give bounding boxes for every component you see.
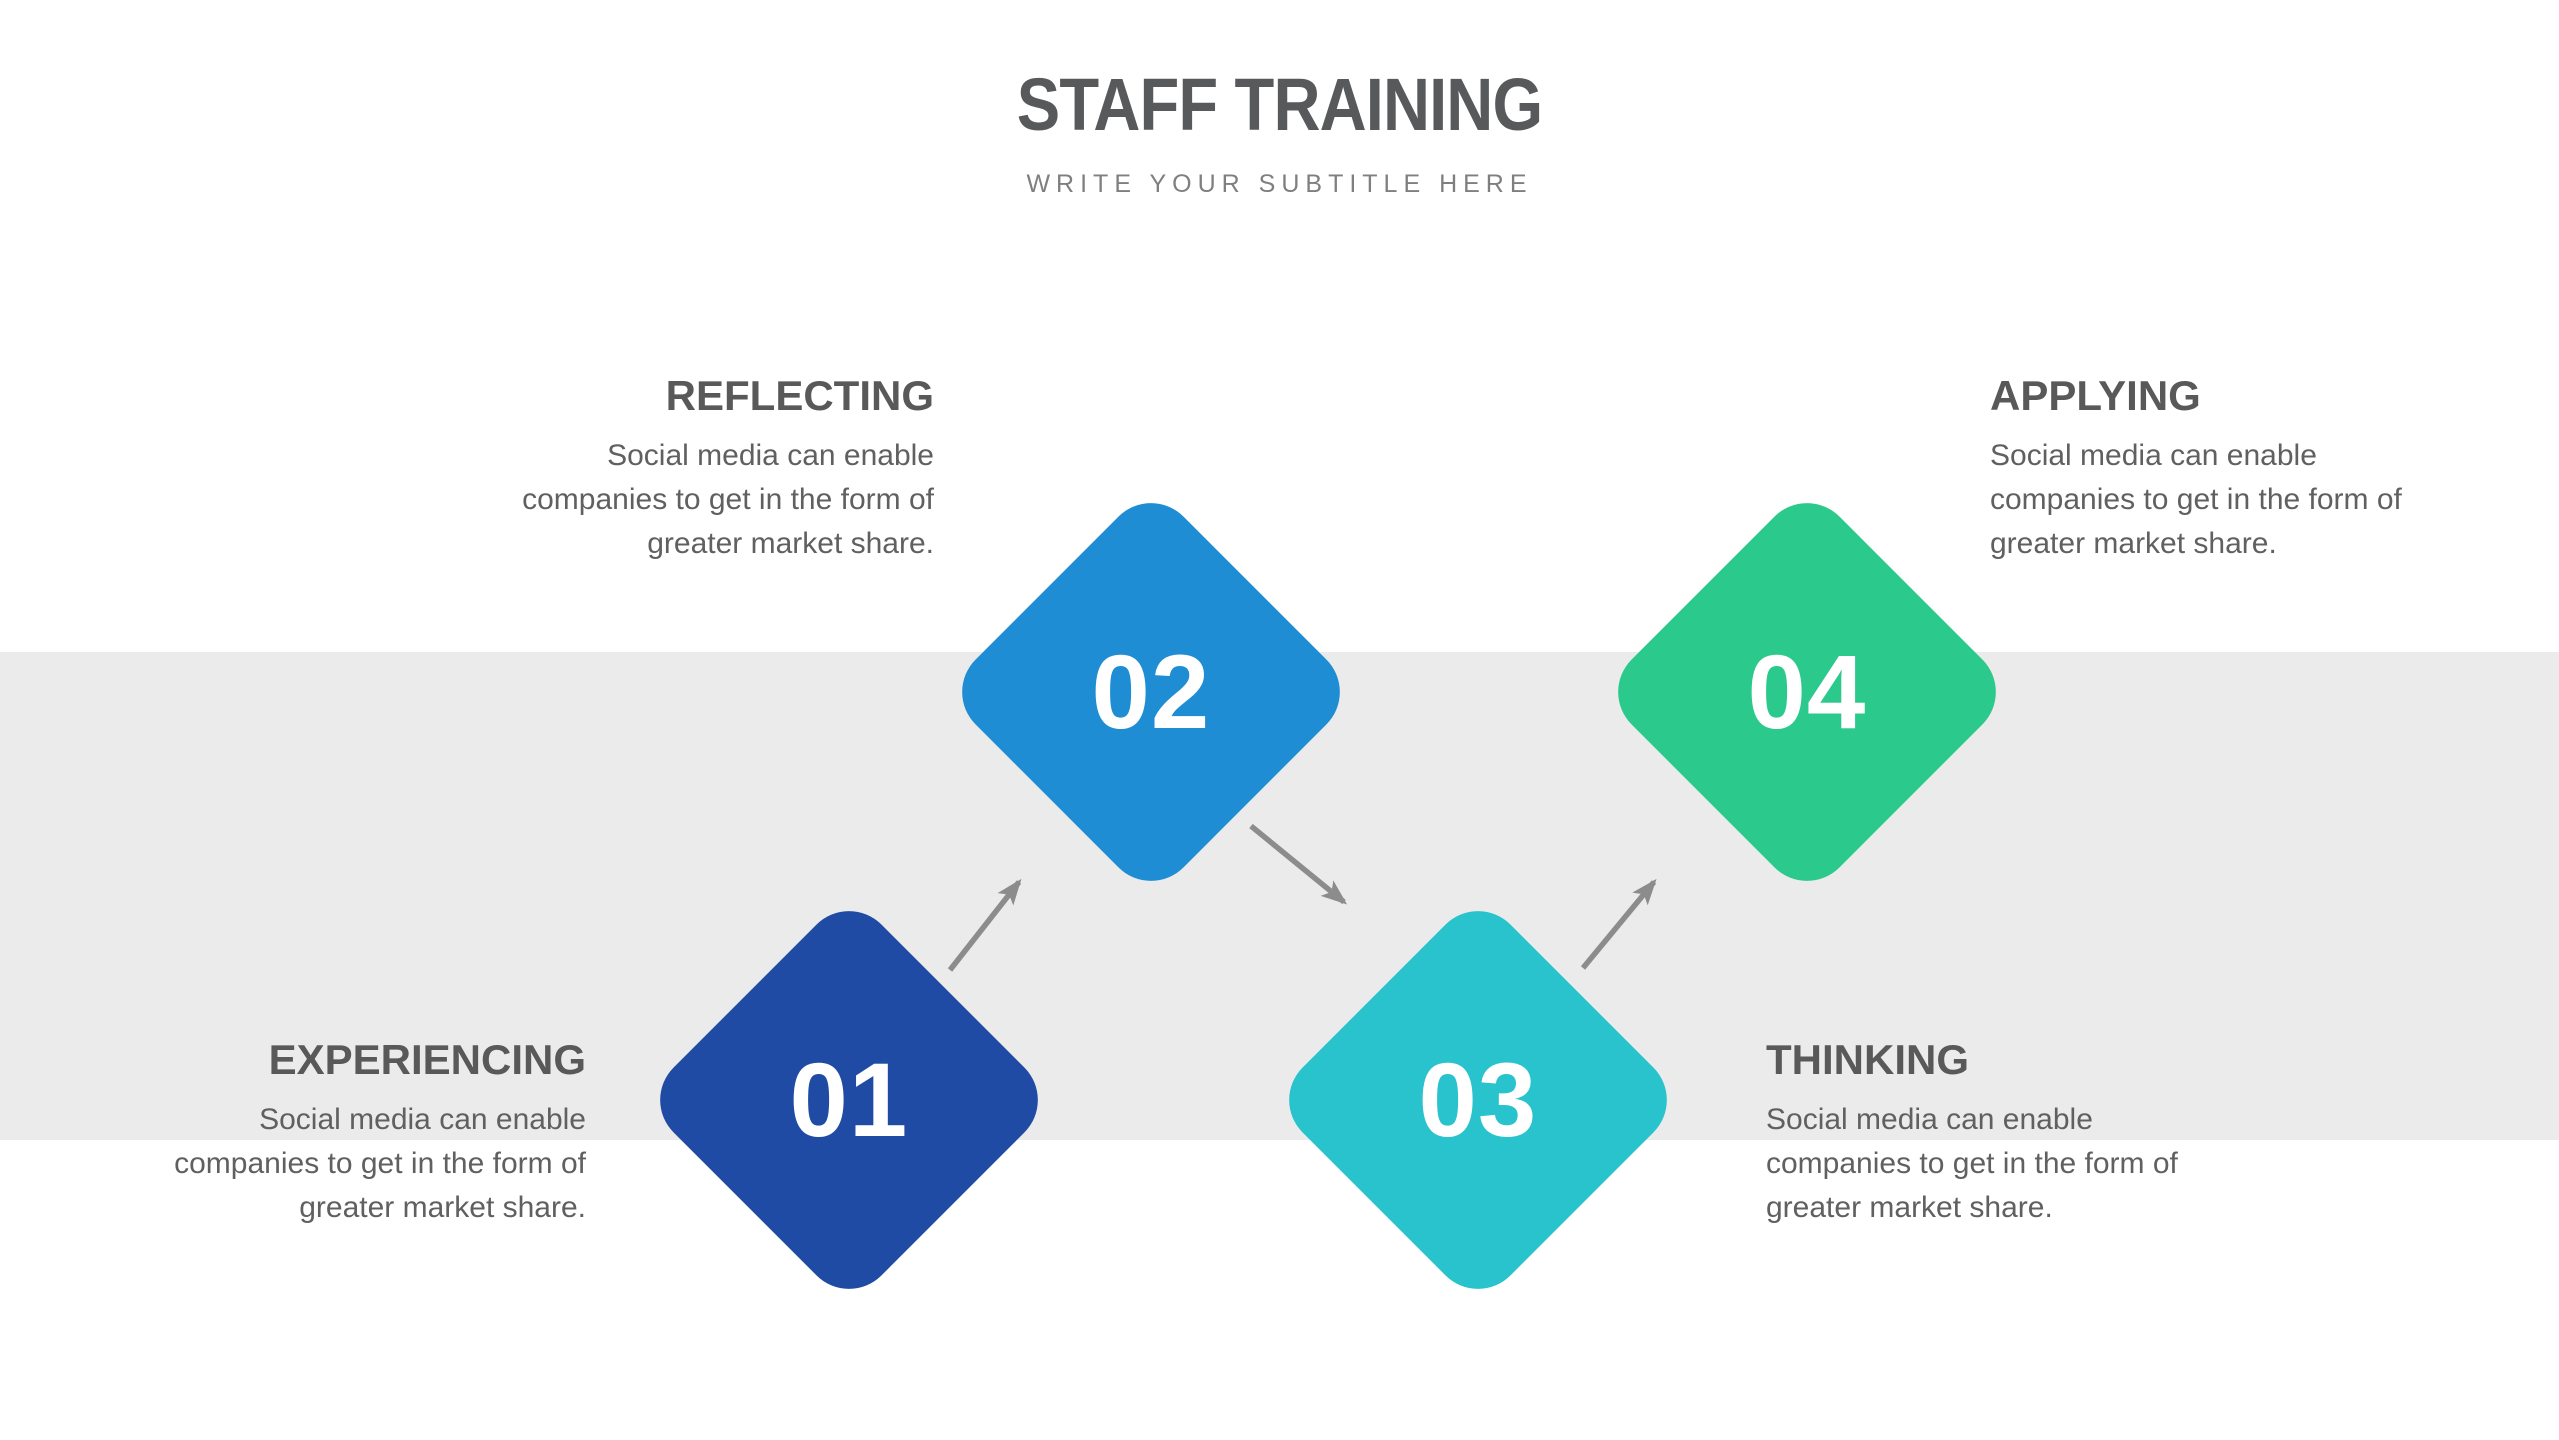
step-description-line: Social media can enable	[259, 1103, 586, 1136]
step-label-reflecting: REFLECTING	[665, 372, 934, 419]
arrow-step3-to-step4	[1580, 878, 1657, 970]
step-description-line: greater market share.	[1766, 1191, 2053, 1224]
step-description-line: greater market share.	[299, 1191, 586, 1224]
arrow-step2-to-step3	[1249, 823, 1348, 905]
step-description-applying: Social media can enable companies to get…	[1990, 434, 2470, 566]
step-number-04: 04	[1747, 633, 1867, 751]
step-text-block-applying: APPLYING Social media can enable compani…	[1990, 372, 2470, 566]
step-description-line: Social media can enable	[607, 439, 934, 472]
step-description-line: Social media can enable	[1990, 439, 2317, 472]
step-description-line: companies to get in the form of	[1990, 483, 2402, 516]
step-text-block-reflecting: REFLECTING Social media can enable compa…	[454, 372, 934, 566]
step-description-line: Social media can enable	[1766, 1103, 2093, 1136]
step-text-block-thinking: THINKING Social media can enable compani…	[1766, 1036, 2246, 1230]
page-subtitle: WRITE YOUR SUBTITLE HERE	[1026, 170, 1533, 198]
step-description-reflecting: Social media can enable companies to get…	[454, 434, 934, 566]
step-number-02: 02	[1091, 633, 1211, 751]
step-description-line: greater market share.	[647, 527, 934, 560]
step-label-thinking: THINKING	[1766, 1036, 1969, 1083]
step-description-experiencing: Social media can enable companies to get…	[106, 1098, 586, 1230]
step-description-line: companies to get in the form of	[522, 483, 934, 516]
step-text-block-experiencing: EXPERIENCING Social media can enable com…	[106, 1036, 586, 1230]
step-label-applying: APPLYING	[1990, 372, 2201, 419]
step-number-01: 01	[789, 1041, 909, 1159]
arrow-step1-to-step2	[947, 878, 1022, 972]
step-description-thinking: Social media can enable companies to get…	[1766, 1098, 2246, 1230]
step-label-experiencing: EXPERIENCING	[268, 1036, 586, 1083]
step-description-line: greater market share.	[1990, 527, 2277, 560]
step-description-line: companies to get in the form of	[1766, 1147, 2178, 1180]
page-title: STAFF TRAINING	[1016, 63, 1543, 146]
step-number-03: 03	[1418, 1041, 1538, 1159]
step-description-line: companies to get in the form of	[174, 1147, 586, 1180]
